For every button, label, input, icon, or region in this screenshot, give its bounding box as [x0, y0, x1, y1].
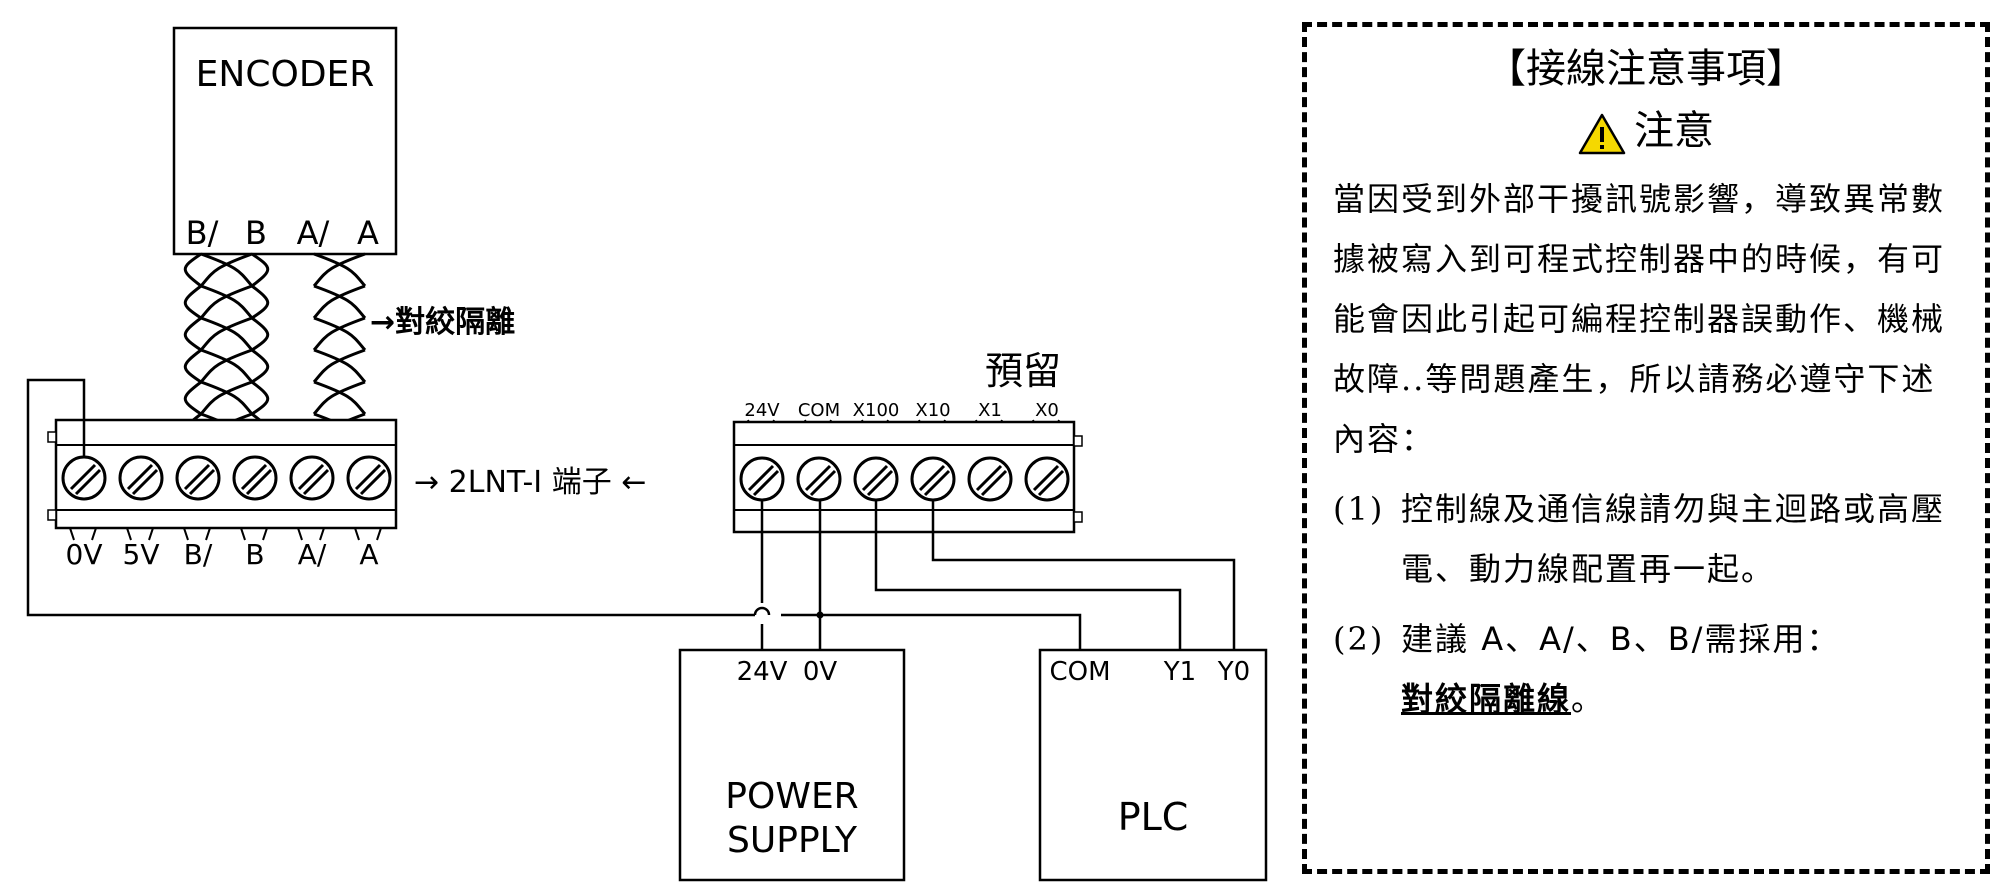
wiring-notes-panel: 【接線注意事項】 注意 當因受到外部干擾訊號影響，導致異常數據被寫入到可程式控制…	[1302, 22, 1990, 874]
wire-plc-com	[820, 613, 1082, 650]
plc-box: COM Y1 Y0 PLC	[1038, 648, 1268, 882]
notes-title: 【接線注意事項】	[1486, 46, 1806, 92]
rule-2-end: 。	[1571, 680, 1606, 718]
power-supply-name-1: POWER	[725, 776, 858, 817]
plc-pin-com: COM	[1049, 657, 1110, 687]
rule-2-suffix: 需採用：	[1704, 620, 1841, 658]
encoder-pin-a: A	[357, 214, 379, 252]
power-supply-name-2: SUPPLY	[727, 820, 858, 861]
left-terminal-label-5v: 5V	[123, 538, 160, 571]
power-pin-24v: 24V	[737, 657, 788, 687]
rule-2: (2) 建議 A、A/、B、B/需採用： 對絞隔離線。	[1333, 609, 1959, 729]
twisted-pair-label: →對絞隔離	[370, 305, 515, 340]
rule-1-number: (1)	[1333, 490, 1385, 528]
power-pin-0v: 0V	[803, 657, 838, 687]
right-terminal-label-x100: X100	[853, 400, 900, 421]
left-terminal-label-b: B	[245, 538, 264, 571]
right-terminal-label-24v: 24V	[744, 400, 780, 421]
encoder-pin-b: B	[245, 214, 267, 252]
wire-x100	[874, 500, 1182, 650]
plc-pin-y0: Y0	[1217, 657, 1250, 687]
caution-heading: 注意	[1333, 101, 1959, 161]
right-terminal-label-com: COM	[798, 400, 840, 421]
rule-2-number: (2)	[1333, 620, 1385, 658]
left-terminal-block: 0V 5V B/ B A/ A	[47, 418, 398, 571]
right-terminal-label-x0: X0	[1035, 400, 1059, 421]
caution-title: 注意	[1634, 108, 1714, 154]
rule-2-text: 建議 A、A/、B、B/需採用： 對絞隔離線。	[1401, 609, 1959, 729]
notes-intro: 當因受到外部干擾訊號影響，導致異常數據被寫入到可程式控制器中的時候，有可能會因此…	[1333, 180, 1946, 458]
twisted-pair-b	[183, 252, 270, 462]
right-terminal-label-x10: X10	[915, 400, 950, 421]
rule-2-signals: A、A/、B、B/	[1481, 620, 1705, 658]
plc-pin-y1: Y1	[1163, 657, 1196, 687]
warning-triangle-icon	[1578, 113, 1626, 155]
encoder-box: ENCODER B/ B A/ A	[172, 26, 398, 256]
wiring-diagram: ENCODER B/ B A/ A →對絞隔離	[26, 26, 1268, 882]
rule-2-prefix: 建議	[1401, 620, 1470, 658]
rule-1-text: 控制線及通信線請勿與主迴路或高壓電、動力線配置再一起。	[1401, 490, 1946, 588]
right-terminal-block: 24V COM X100 X10 X1 X0	[732, 400, 1083, 534]
left-terminal-label-a-bar: A/	[298, 538, 327, 571]
terminal-caption: → 2LNT-I 端子 ←	[414, 465, 646, 500]
rule-2-emphasis: 對絞隔離線	[1401, 680, 1572, 718]
left-terminal-label-b-bar: B/	[184, 538, 213, 571]
encoder-pin-a-bar: A/	[297, 214, 330, 252]
plc-name: PLC	[1118, 795, 1189, 839]
wire-0v	[26, 378, 755, 617]
encoder-pin-b-bar: B/	[186, 214, 219, 252]
reserved-label: 預留	[985, 349, 1061, 393]
power-supply-box: 24V 0V POWER SUPPLY	[678, 648, 906, 882]
rule-1: (1) 控制線及通信線請勿與主迴路或高壓電、動力線配置再一起。	[1333, 479, 1959, 599]
wires	[26, 378, 1236, 650]
left-terminal-label-0v: 0V	[66, 538, 103, 571]
wire-x10	[931, 500, 1236, 650]
encoder-title: ENCODER	[196, 54, 375, 95]
right-terminal-label-x1: X1	[978, 400, 1002, 421]
left-terminal-label-a: A	[359, 538, 378, 571]
